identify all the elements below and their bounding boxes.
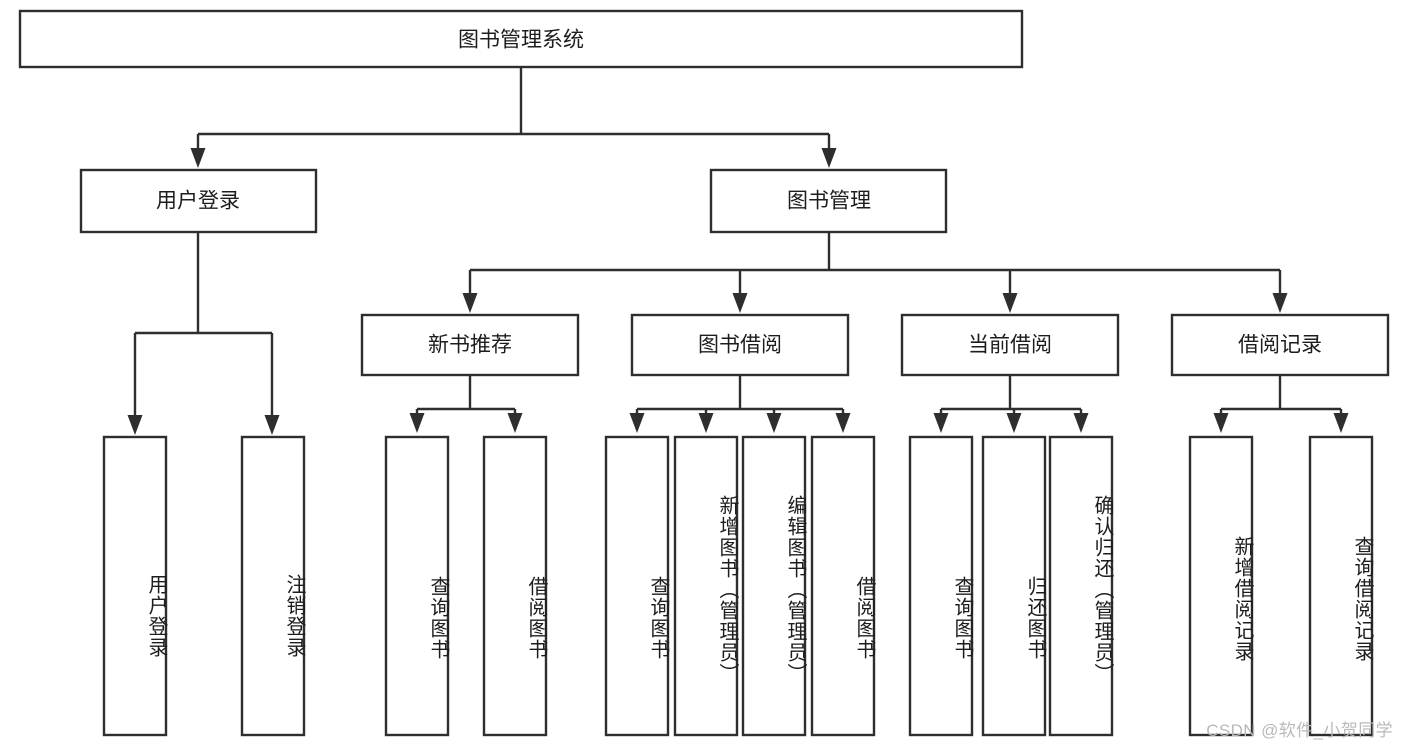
leaf-box-query-book-3[interactable]	[908, 435, 974, 737]
leaf-box-query-book-1[interactable]	[384, 435, 450, 737]
connector-group-user-login-children	[127, 232, 280, 435]
leaf-box-edit-book[interactable]	[741, 435, 807, 737]
leaf-box-confirm-return[interactable]	[1048, 435, 1114, 737]
arrow-icon-leaf-add-book	[698, 413, 714, 433]
node-current-borrow-label: 当前借阅	[968, 334, 1052, 357]
node-user-login-label: 用户登录	[156, 190, 240, 213]
arrow-icon-book-mgmt	[821, 148, 837, 168]
node-book-management-label: 图书管理	[787, 190, 871, 213]
csdn-watermark: CSDN @软件_小贺同学	[1206, 721, 1393, 740]
node-book-borrow-label: 图书借阅	[698, 334, 782, 357]
node-book-borrow[interactable]: 图书借阅	[630, 313, 850, 377]
arrow-icon-leaf-add-record	[1213, 413, 1229, 433]
node-book-management[interactable]: 图书管理	[709, 168, 948, 234]
arrow-icon-leaf-edit-book	[766, 413, 782, 433]
leaf-box-logout[interactable]	[240, 435, 306, 737]
arrow-icon-leaf-return-book	[1006, 413, 1022, 433]
leaf-box-add-book[interactable]	[673, 435, 739, 737]
leaf-box-query-borrow-record[interactable]	[1308, 435, 1374, 737]
arrow-icon-leaf-query-book-1	[409, 413, 425, 433]
arrow-icon-user-login	[190, 148, 206, 168]
arrow-icon-leaf-user-login	[127, 415, 143, 435]
arrow-icon-leaf-query-book-2	[629, 413, 645, 433]
arrow-icon-new-book-rec	[462, 293, 478, 313]
connector-group-book-mgmt-children	[462, 232, 1288, 313]
node-user-login[interactable]: 用户登录	[79, 168, 318, 234]
arrow-icon-book-borrow	[732, 293, 748, 313]
arrow-icon-leaf-query-record	[1333, 413, 1349, 433]
leaf-box-return-book[interactable]	[981, 435, 1047, 737]
connector-group-borrow-record-children	[1213, 375, 1349, 433]
leaf-box-add-borrow-record[interactable]	[1188, 435, 1254, 737]
arrow-icon-current-borrow	[1002, 293, 1018, 313]
arrow-icon-leaf-logout	[264, 415, 280, 435]
node-new-book-recommend-label: 新书推荐	[428, 334, 512, 357]
node-current-borrow[interactable]: 当前借阅	[900, 313, 1120, 377]
node-root[interactable]: 图书管理系统	[18, 9, 1024, 69]
leaf-box-borrow-book-1[interactable]	[482, 435, 548, 737]
leaf-box-borrow-book-2[interactable]	[810, 435, 876, 737]
arrow-icon-leaf-query-book-3	[933, 413, 949, 433]
leaf-box-query-book-2[interactable]	[604, 435, 670, 737]
connector-group-book-borrow-children	[629, 375, 851, 433]
node-borrow-record-label: 借阅记录	[1238, 334, 1322, 357]
node-root-label: 图书管理系统	[458, 29, 584, 52]
arrow-icon-leaf-confirm-return	[1073, 413, 1089, 433]
node-new-book-recommend[interactable]: 新书推荐	[360, 313, 580, 377]
arrow-icon-borrow-record	[1272, 293, 1288, 313]
arrow-icon-leaf-borrow-book-2	[835, 413, 851, 433]
connector-group-new-book-rec-children	[409, 375, 523, 433]
node-borrow-record[interactable]: 借阅记录	[1170, 313, 1390, 377]
connector-group-root-to-level1	[190, 67, 837, 168]
arrow-icon-leaf-borrow-book-1	[507, 413, 523, 433]
leaf-box-user-login[interactable]	[102, 435, 168, 737]
connector-group-current-borrow-children	[933, 375, 1089, 433]
